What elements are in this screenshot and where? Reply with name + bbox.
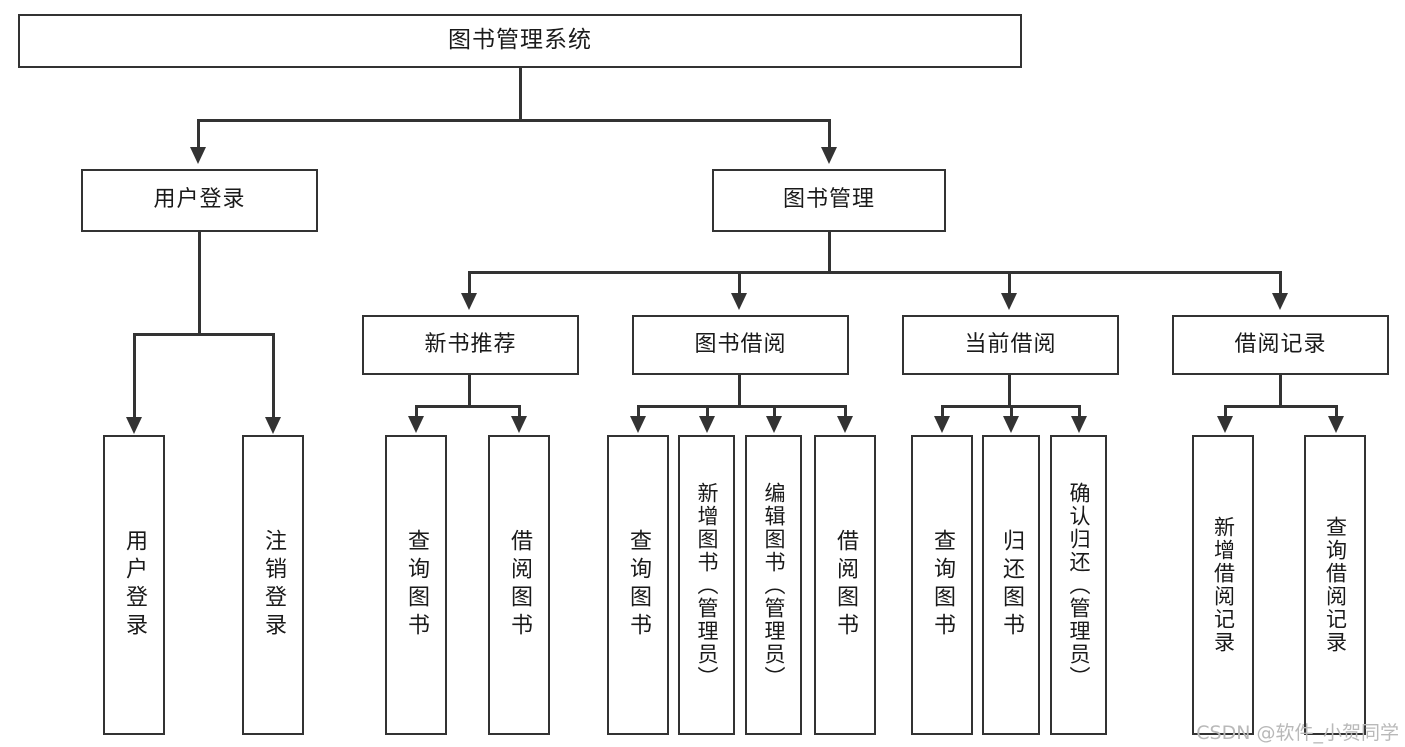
node-new-book-recommend[interactable]: 新书推荐 [362,315,579,375]
connector-new-book-stem [468,375,471,407]
arrow-user-login-to-leaf-1 [126,417,142,434]
connector-bm-to-current-borrow [1008,271,1011,294]
connector-root-bus [197,119,830,122]
node-label: 编辑图书（管理员） [762,481,786,689]
connector-new-book-bus [415,405,521,408]
arrow-nb-to-leaf-1 [408,416,424,433]
node-leaf-query-book-borrow[interactable]: 查询图书 [607,435,669,735]
node-user-login[interactable]: 用户登录 [81,169,318,232]
connector-bb-to-leaf-4 [844,405,847,417]
connector-br-to-leaf-2 [1335,405,1338,417]
connector-book-management-stem [828,232,831,272]
node-label: 当前借阅 [964,331,1057,357]
node-book-borrow[interactable]: 图书借阅 [632,315,849,375]
connector-bm-to-borrow-record [1279,271,1282,294]
connector-nb-to-leaf-2 [518,405,521,417]
arrow-nb-to-leaf-2 [511,416,527,433]
node-label: 借阅记录 [1234,331,1327,357]
node-current-borrow[interactable]: 当前借阅 [902,315,1119,375]
arrow-bm-to-new-book [461,293,477,310]
arrow-cb-to-leaf-2 [1003,416,1019,433]
connector-root-to-user-login [197,119,200,148]
node-label: 注销登录 [261,529,286,641]
node-leaf-logout[interactable]: 注销登录 [242,435,304,735]
node-leaf-return-book[interactable]: 归还图书 [982,435,1040,735]
node-label: 查询借阅记录 [1323,516,1348,654]
node-borrow-record[interactable]: 借阅记录 [1172,315,1389,375]
arrow-bb-to-leaf-4 [837,416,853,433]
connector-borrow-record-bus [1224,405,1338,408]
connector-cb-to-leaf-3 [1078,405,1081,417]
connector-bb-to-leaf-1 [637,405,640,417]
connector-bm-to-new-book [468,271,471,294]
arrow-bb-to-leaf-2 [699,416,715,433]
node-leaf-edit-book-admin[interactable]: 编辑图书（管理员） [745,435,802,735]
connector-book-borrow-stem [738,375,741,407]
connector-user-login-to-leaf-2 [272,333,275,418]
connector-cb-to-leaf-2 [1010,405,1013,417]
connector-bb-to-leaf-3 [773,405,776,417]
node-leaf-add-borrow-record[interactable]: 新增借阅记录 [1192,435,1254,735]
node-label: 借阅图书 [833,529,858,641]
node-root-book-management-system[interactable]: 图书管理系统 [18,14,1022,68]
arrow-bm-to-borrow-record [1272,293,1288,310]
connector-bb-to-leaf-2 [706,405,709,417]
node-leaf-user-login[interactable]: 用户登录 [103,435,165,735]
arrow-bb-to-leaf-1 [630,416,646,433]
node-book-management[interactable]: 图书管理 [712,169,946,232]
arrow-user-login-to-leaf-2 [265,417,281,434]
node-leaf-borrow-book[interactable]: 借阅图书 [814,435,876,735]
node-label: 用户登录 [122,529,147,641]
connector-nb-to-leaf-1 [415,405,418,417]
node-label: 新书推荐 [424,331,517,357]
connector-user-login-stem [198,232,201,335]
csdn-watermark: CSDN @软件_小贺同学 [1196,722,1399,744]
node-label: 图书管理系统 [448,27,592,54]
connector-root-stem [519,68,522,120]
arrow-root-to-book-management [821,147,837,164]
node-leaf-confirm-return-admin[interactable]: 确认归还（管理员） [1050,435,1107,735]
node-leaf-query-book-newbook[interactable]: 查询图书 [385,435,447,735]
node-label: 用户登录 [153,187,246,213]
node-leaf-query-book-current[interactable]: 查询图书 [911,435,973,735]
connector-cb-to-leaf-1 [941,405,944,417]
node-leaf-borrow-book-newbook[interactable]: 借阅图书 [488,435,550,735]
arrow-br-to-leaf-2 [1328,416,1344,433]
arrow-br-to-leaf-1 [1217,416,1233,433]
node-label: 图书借阅 [694,331,787,357]
arrow-cb-to-leaf-1 [934,416,950,433]
arrow-bm-to-current-borrow [1001,293,1017,310]
node-label: 查询图书 [626,529,651,641]
node-label: 查询图书 [404,529,429,641]
node-label: 新增借阅记录 [1211,516,1236,654]
arrow-bb-to-leaf-3 [766,416,782,433]
node-label: 借阅图书 [507,529,532,641]
connector-user-login-bus [133,333,275,336]
node-label: 归还图书 [999,529,1024,641]
connector-book-management-bus [468,271,1282,274]
node-label: 查询图书 [930,529,955,641]
arrow-bm-to-book-borrow [731,293,747,310]
connector-book-borrow-bus [637,405,847,408]
node-leaf-query-borrow-record[interactable]: 查询借阅记录 [1304,435,1366,735]
connector-current-borrow-stem [1008,375,1011,407]
arrow-root-to-user-login [190,147,206,164]
connector-br-to-leaf-1 [1224,405,1227,417]
connector-root-to-book-management [828,119,831,148]
connector-bm-to-book-borrow [738,271,741,294]
node-label: 图书管理 [782,187,875,213]
node-leaf-add-book-admin[interactable]: 新增图书（管理员） [678,435,735,735]
connector-borrow-record-stem [1279,375,1282,407]
arrow-cb-to-leaf-3 [1071,416,1087,433]
connector-user-login-to-leaf-1 [133,333,136,418]
node-label: 新增图书（管理员） [695,481,719,689]
node-label: 确认归还（管理员） [1067,481,1091,689]
